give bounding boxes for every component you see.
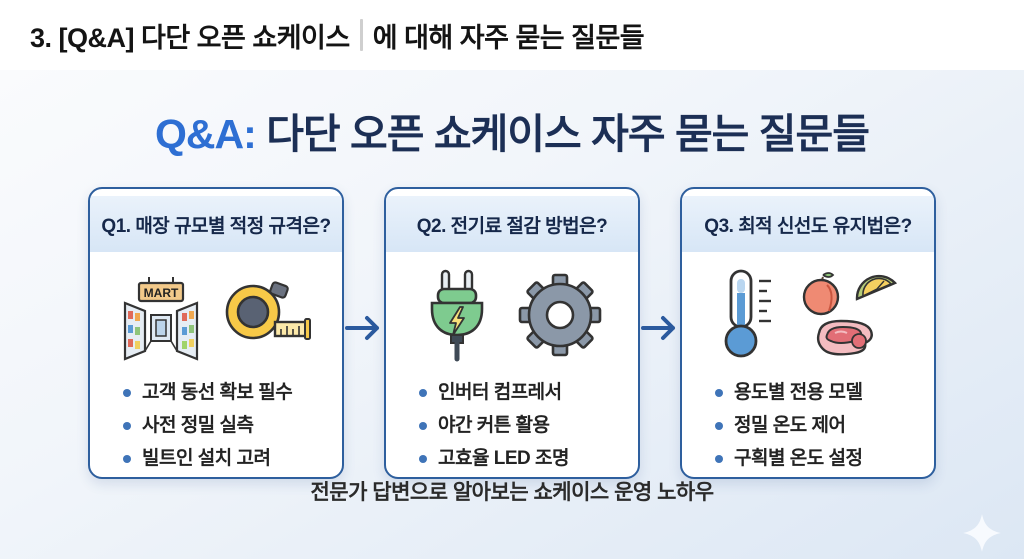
bullet-item: 고객 동선 확보 필수 [123,376,342,409]
bullet-dot [715,421,723,430]
card-2-title: Q2. 전기료 절감 방법은? [386,196,638,253]
slide-body: Q&A: 다단 오픈 쇼케이스 자주 묻는 질문들 Q1. 매장 규모별 적정 … [0,70,1024,559]
page-title-rest: 다단 오픈 쇼케이스 자주 묻는 질문들 [255,111,870,157]
bullet-dot [123,388,131,397]
sparkle-icon [963,514,1001,552]
bullet-text: 구획별 온도 설정 [734,448,863,470]
bullet-text: 고효율 LED 조명 [438,448,569,470]
gear-icon [518,274,602,357]
thermometer-icon [724,270,771,358]
card-1-title: Q1. 매장 규모별 적정 규격은? [90,196,342,253]
bullet-dot [419,421,427,430]
bullet-item: 인버터 컴프레서 [419,376,638,409]
card-2-bullets: 인버터 컴프레서 야간 커튼 활용 고효율 LED 조명 [386,376,638,475]
flow-arrow-1 [344,313,384,343]
mart-icon: MART [123,277,199,362]
bullet-item: 정밀 온도 제어 [715,409,934,442]
card-3-bullets: 용도별 전용 모델 정밀 온도 제어 구획별 온도 설정 [682,376,934,475]
header-title-right: 에 대해 자주 묻는 질문들 [372,22,645,53]
qa-cards-row: Q1. 매장 규모별 적정 규격은? MART [0,187,1024,480]
bullet-text: 인버터 컴프레서 [438,382,562,404]
card-1-icons: MART [90,256,342,374]
card-2-icons [386,256,638,374]
qa-card-3: Q3. 최적 신선도 유지법은? [680,187,936,480]
footer-caption: 전문가 답변으로 알아보는 쇼케이스 운영 노하우 [310,481,714,504]
bullet-dot [419,388,427,397]
bullet-text: 사전 정밀 실측 [142,415,254,437]
bullet-item: 용도별 전용 모델 [715,376,934,409]
bullet-item: 야간 커튼 활용 [419,409,638,442]
bullet-item: 고효율 LED 조명 [419,442,638,475]
tape-measure-icon [225,281,311,341]
bullet-dot [419,454,427,463]
card-3-title: Q3. 최적 신선도 유지법은? [682,196,934,253]
bullet-dot [123,421,131,430]
slide-header: 3. [Q&A] 다단 오픈 쇼케이스 에 대해 자주 묻는 질문들 [0,0,1024,70]
bullet-item: 빌트인 설치 고려 [123,442,342,475]
card-1-bullets: 고객 동선 확보 필수 사전 정밀 실측 빌트인 설치 고려 [90,376,342,475]
header-divider [359,19,363,51]
qa-card-2: Q2. 전기료 절감 방법은? [384,187,640,480]
card-3-icons [682,256,934,374]
bullet-text: 용도별 전용 모델 [734,382,863,404]
flow-arrow-2 [640,313,680,343]
bullet-text: 고객 동선 확보 필수 [142,382,293,404]
bullet-dot [123,454,131,463]
bullet-dot [715,454,723,463]
bullet-item: 구획별 온도 설정 [715,442,934,475]
fresh-food-icon [802,272,898,356]
header-title-left: 3. [Q&A] 다단 오픈 쇼케이스 [30,22,350,53]
mart-sign-text: MART [144,286,179,300]
right-arrow-icon [641,316,675,341]
page-title-accent: Q&A: [155,111,257,157]
bullet-dot [715,388,723,397]
qa-card-1: Q1. 매장 규모별 적정 규격은? MART [88,187,344,480]
right-arrow-icon [345,316,379,341]
bullet-text: 빌트인 설치 고려 [142,448,271,470]
bullet-text: 정밀 온도 제어 [734,415,846,437]
bullet-text: 야간 커튼 활용 [438,415,550,437]
page-title: Q&A: 다단 오픈 쇼케이스 자주 묻는 질문들 [0,100,1024,160]
plug-icon [430,270,484,362]
bullet-item: 사전 정밀 실측 [123,409,342,442]
